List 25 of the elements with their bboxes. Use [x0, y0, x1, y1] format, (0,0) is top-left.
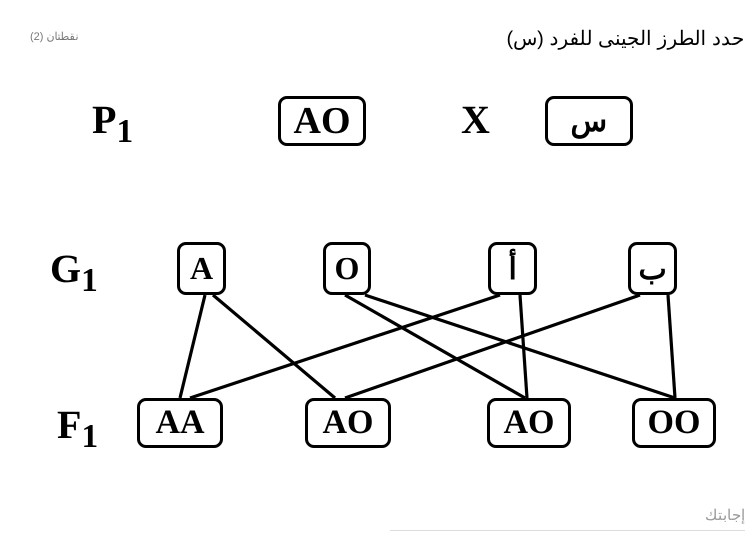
- connector-line: [212, 294, 336, 400]
- offspring-box: AO: [305, 398, 391, 448]
- generation-label: G$_{1}$: [50, 245, 98, 300]
- offspring-box: OO: [632, 398, 716, 448]
- offspring-box: AA: [137, 398, 223, 448]
- generation-label: F$_{1}$: [57, 401, 98, 456]
- connector-line: [666, 294, 677, 398]
- genotype-box: AO: [278, 96, 366, 146]
- connector-line: [344, 294, 526, 400]
- answer-field: إجابتك: [390, 506, 745, 531]
- gamete-box: ب: [628, 242, 677, 295]
- connector-line: [344, 293, 641, 400]
- offspring-box: AO: [487, 398, 571, 448]
- connector-line: [190, 293, 500, 400]
- question-title: حدد الطرز الجينى للفرد (س): [506, 27, 744, 51]
- generation-label: P$_{1}$: [92, 96, 134, 151]
- connector-line: [518, 294, 529, 398]
- gamete-box: أ: [488, 242, 537, 295]
- points-label: نقطتان (2): [30, 30, 79, 43]
- connector-line: [178, 294, 207, 398]
- cross-sign: X: [461, 96, 490, 143]
- gamete-box: O: [323, 242, 371, 295]
- gamete-box: A: [177, 242, 226, 295]
- genotype-box: س: [545, 96, 633, 146]
- connector-line: [364, 293, 676, 400]
